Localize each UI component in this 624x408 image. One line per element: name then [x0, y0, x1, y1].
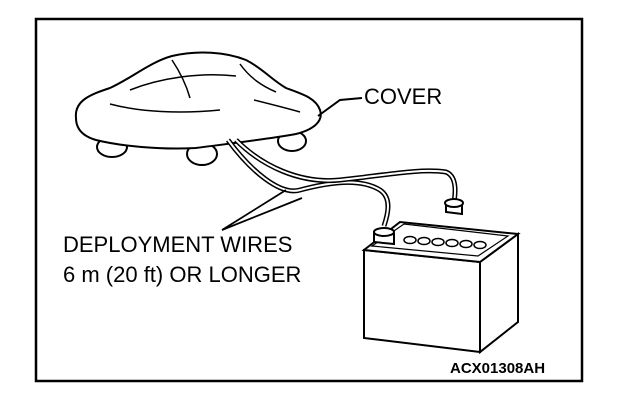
deployment-wires-label: DEPLOYMENT WIRES	[63, 232, 293, 257]
cover-fold-lines	[109, 59, 301, 113]
figure-border	[34, 17, 584, 383]
figure-code-label: ACX01308AH	[450, 360, 546, 377]
battery-cell-caps	[403, 235, 487, 250]
deployment-wires-length-label: 6 m (20 ft) OR LONGER	[63, 262, 302, 287]
cover-leader-line	[317, 97, 363, 117]
terminal-cap-right	[444, 198, 464, 208]
battery-front	[363, 248, 481, 354]
deployment-wires	[225, 138, 458, 227]
cover-label: COVER	[364, 84, 443, 109]
car-battery-icon	[361, 198, 521, 355]
covered-car-icon	[74, 51, 322, 166]
deployment-wire-1-inner	[227, 139, 389, 227]
terminal-cap-left	[373, 227, 395, 237]
deployment-wire-2-inner	[235, 139, 456, 203]
car-cover	[74, 51, 322, 150]
wires-pointer-lines	[221, 189, 303, 231]
